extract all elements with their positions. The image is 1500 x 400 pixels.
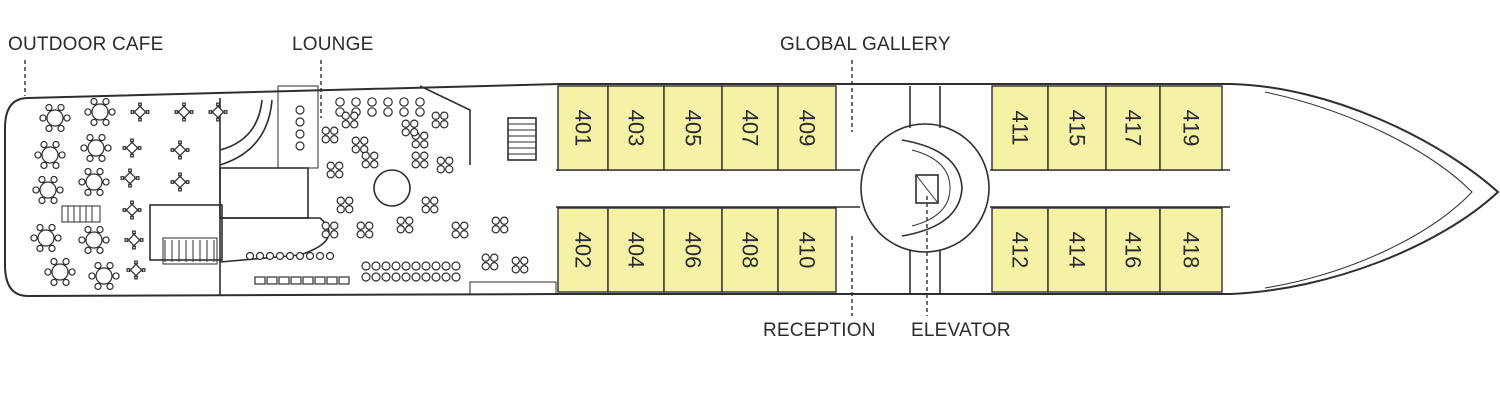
cabin-403[interactable]: 403 bbox=[607, 85, 665, 171]
cabin-404-number: 404 bbox=[624, 232, 649, 269]
cabin-411-number: 411 bbox=[1008, 110, 1033, 145]
bow-inner-line bbox=[1264, 91, 1473, 289]
cabin-416-room[interactable] bbox=[1105, 207, 1161, 293]
cabin-401[interactable]: 401 bbox=[557, 85, 609, 171]
cabin-410-room[interactable] bbox=[777, 207, 837, 293]
cabin-412-number: 412 bbox=[1008, 232, 1033, 269]
cafe-small-stair bbox=[61, 205, 101, 223]
cabin-403-number: 403 bbox=[624, 110, 649, 147]
atrium-circle bbox=[860, 123, 990, 253]
cabin-406[interactable]: 406 bbox=[663, 207, 723, 293]
cabin-409-number: 409 bbox=[795, 110, 820, 147]
cabin-405-number: 405 bbox=[681, 110, 706, 147]
lounge-center-feature bbox=[373, 169, 411, 207]
cabin-408[interactable]: 408 bbox=[721, 207, 779, 293]
cabins-lower-fwd: 412 414 416 418 bbox=[991, 207, 1223, 293]
atrium-stair-inner bbox=[911, 149, 951, 227]
cabins-upper-fwd: 411 415 417 419 bbox=[991, 85, 1223, 171]
cafe-tables bbox=[30, 97, 228, 291]
lounge-curve-left-2 bbox=[219, 99, 263, 151]
cabin-415-room[interactable] bbox=[1047, 85, 1107, 171]
cabin-414-room[interactable] bbox=[1047, 207, 1107, 293]
cabin-401-room[interactable] bbox=[557, 85, 609, 171]
cabin-414-number: 414 bbox=[1065, 232, 1090, 269]
elevator-x1 bbox=[915, 174, 939, 204]
mid-stair-steps bbox=[508, 123, 536, 155]
cabin-409[interactable]: 409 bbox=[777, 85, 837, 171]
label-lounge: LOUNGE bbox=[292, 34, 373, 55]
cabin-416[interactable]: 416 bbox=[1105, 207, 1161, 293]
label-outdoor-cafe: OUTDOOR CAFE bbox=[8, 34, 163, 55]
cabin-417-room[interactable] bbox=[1105, 85, 1161, 171]
cabin-404-room[interactable] bbox=[607, 207, 665, 293]
cabin-410[interactable]: 410 bbox=[777, 207, 837, 293]
cabin-419[interactable]: 419 bbox=[1159, 85, 1223, 171]
cafe-stair-steps bbox=[162, 237, 218, 265]
cabin-407[interactable]: 407 bbox=[721, 85, 779, 171]
cabin-404[interactable]: 404 bbox=[607, 207, 665, 293]
cabin-409-room[interactable] bbox=[777, 85, 837, 171]
aft-stair-block bbox=[469, 281, 557, 295]
cabin-412[interactable]: 412 bbox=[991, 207, 1049, 293]
cabin-417[interactable]: 417 bbox=[1105, 85, 1161, 171]
cabin-408-number: 408 bbox=[738, 232, 763, 269]
cabin-405-room[interactable] bbox=[663, 85, 723, 171]
cabin-418-number: 418 bbox=[1179, 232, 1204, 269]
cabin-411[interactable]: 411 bbox=[991, 85, 1049, 171]
cabin-419-room[interactable] bbox=[1159, 85, 1223, 171]
cabin-401-number: 401 bbox=[571, 110, 596, 147]
cabin-417-number: 417 bbox=[1121, 110, 1146, 147]
cabins-lower-aft: 402 404 406 408 410 bbox=[557, 207, 837, 293]
lounge-corner-wall bbox=[419, 85, 471, 130]
cabin-410-number: 410 bbox=[795, 232, 820, 269]
cabin-402-room[interactable] bbox=[557, 207, 609, 293]
lounge-curve-left bbox=[219, 99, 273, 166]
cabins-upper-aft: 401 403 405 407 409 bbox=[557, 85, 837, 171]
label-elevator: ELEVATOR bbox=[911, 320, 1011, 341]
cabin-406-number: 406 bbox=[681, 232, 706, 269]
lounge-bench bbox=[245, 251, 461, 285]
cabin-411-room[interactable] bbox=[991, 85, 1049, 171]
cabin-407-number: 407 bbox=[738, 110, 763, 147]
cabin-418-room[interactable] bbox=[1159, 207, 1223, 293]
cabin-414[interactable]: 414 bbox=[1047, 207, 1107, 293]
cabin-415-number: 415 bbox=[1065, 110, 1090, 147]
cabin-407-room[interactable] bbox=[721, 85, 779, 171]
cabin-416-number: 416 bbox=[1121, 232, 1146, 269]
lounge-seats bbox=[295, 97, 529, 274]
cabin-402[interactable]: 402 bbox=[557, 207, 609, 293]
atrium-stair-curve bbox=[901, 139, 963, 237]
label-global-gallery: GLOBAL GALLERY bbox=[780, 34, 951, 55]
cabin-418[interactable]: 418 bbox=[1159, 207, 1223, 293]
cabin-405[interactable]: 405 bbox=[663, 85, 723, 171]
label-reception: RECEPTION bbox=[763, 320, 876, 341]
lounge-wall-top bbox=[277, 85, 319, 169]
cabin-402-number: 402 bbox=[571, 232, 596, 269]
cabin-419-number: 419 bbox=[1179, 110, 1204, 147]
mid-stair bbox=[507, 117, 537, 161]
cabin-415[interactable]: 415 bbox=[1047, 85, 1107, 171]
cabin-406-room[interactable] bbox=[663, 207, 723, 293]
cabin-408-room[interactable] bbox=[721, 207, 779, 293]
